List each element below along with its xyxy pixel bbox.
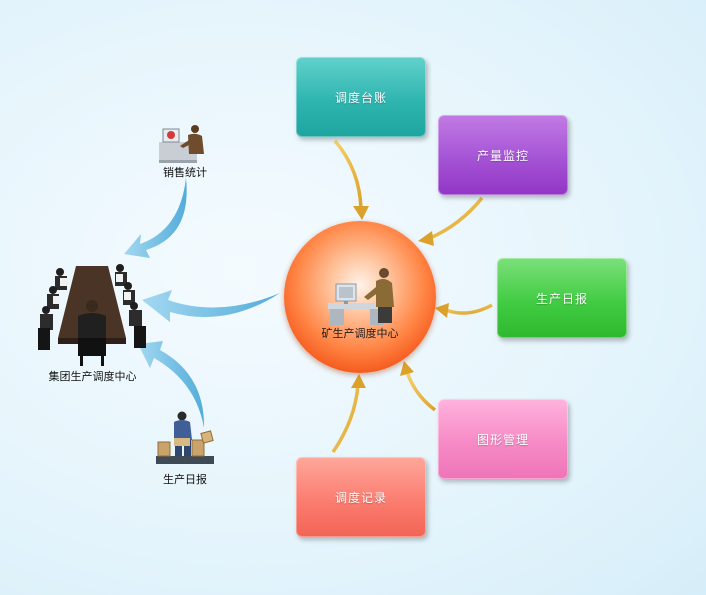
sales-worker-icon xyxy=(159,125,204,163)
daily-report-label: 生产日报 xyxy=(163,473,207,486)
node-output-monitor-label: 产量监控 xyxy=(476,148,529,163)
arrow-hub-to-group xyxy=(142,290,280,322)
warehouse-worker-icon xyxy=(156,411,214,464)
arrow-output-to-hub xyxy=(418,196,484,246)
computer-worker-icon xyxy=(328,268,394,325)
arrow-record-to-hub xyxy=(331,374,366,453)
node-dispatch-record[interactable]: 调度记录 xyxy=(296,457,426,537)
node-dispatch-ledger-label: 调度台账 xyxy=(334,90,387,105)
arrow-daily-to-hub xyxy=(435,303,493,318)
arrow-ledger-to-hub xyxy=(333,139,369,220)
node-graphic-management-label: 图形管理 xyxy=(476,432,529,447)
node-production-daily-label: 生产日报 xyxy=(535,291,588,306)
arrow-graphic-to-hub xyxy=(400,361,437,412)
node-production-daily[interactable]: 生产日报 xyxy=(497,258,627,338)
group-dispatch-center-label: 集团生产调度中心 xyxy=(48,370,137,383)
node-output-monitor[interactable]: 产量监控 xyxy=(438,115,568,195)
meeting-table-icon xyxy=(38,264,146,366)
node-dispatch-ledger[interactable]: 调度台账 xyxy=(296,57,426,137)
arrow-report-to-group xyxy=(138,341,205,428)
sales-statistics-label: 销售统计 xyxy=(163,166,207,179)
hub-mine-dispatch-center[interactable]: 矿生产调度中心 xyxy=(284,221,436,373)
hub-label: 矿生产调度中心 xyxy=(321,327,399,340)
node-dispatch-record-label: 调度记录 xyxy=(334,490,387,505)
arrow-sales-to-group xyxy=(124,178,187,258)
node-graphic-management[interactable]: 图形管理 xyxy=(438,399,568,479)
